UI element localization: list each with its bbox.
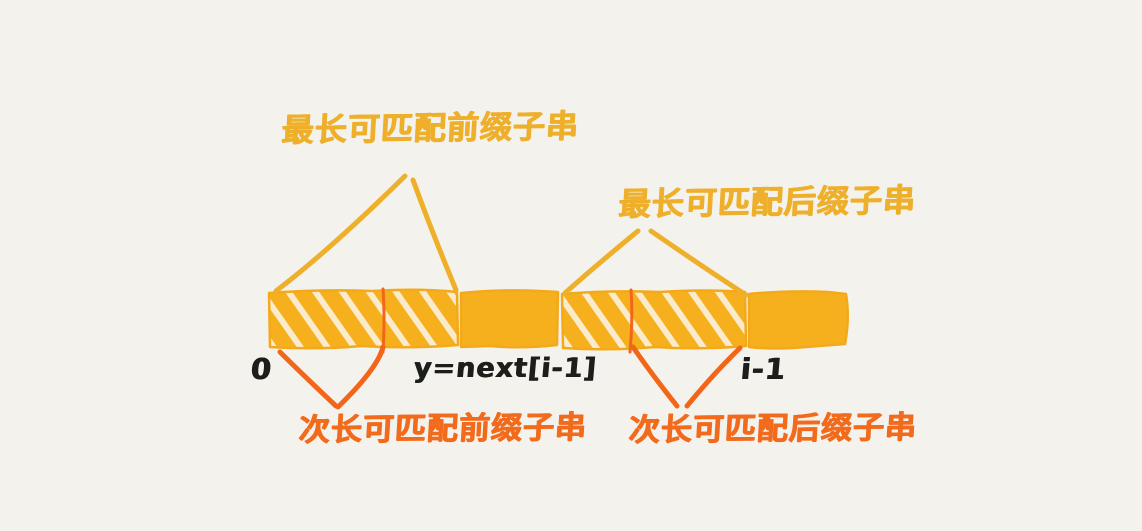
label-longest-matchable-prefix: 最长可匹配前缀子串 — [280, 106, 581, 150]
label-second-longest-matchable-prefix: 次长可匹配前缀子串 — [297, 409, 589, 449]
pointer-longest-prefix — [273, 173, 459, 294]
index-label-start: 0 — [249, 352, 274, 386]
divider-suffix — [628, 288, 634, 354]
bar-segment-suffix-hatched — [560, 289, 748, 351]
divider-prefix — [381, 287, 386, 354]
label-second-longest-matchable-suffix: 次长可匹配后缀子串 — [627, 409, 919, 449]
pointer-longest-suffix — [562, 228, 749, 298]
pointer-second-suffix — [630, 344, 743, 409]
pointer-second-prefix — [277, 344, 386, 410]
bar-segment-middle-solid — [459, 289, 560, 349]
index-label-end: i-1 — [739, 352, 788, 386]
label-longest-matchable-suffix: 最长可匹配后缀子串 — [617, 180, 918, 224]
index-label-prefix-end: y=next[i-1] — [412, 353, 599, 384]
sequence-bar — [267, 288, 849, 351]
bar-segment-prefix-hatched — [267, 288, 460, 350]
bar-segment-tail-solid — [747, 290, 849, 350]
